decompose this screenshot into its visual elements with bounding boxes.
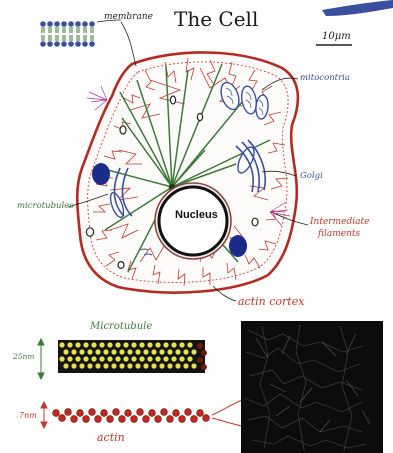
cropped-sketch-fragment [322,0,393,16]
actin-cortex-label: actin cortex [238,296,304,307]
electron-micrograph [241,321,383,453]
page-title: The Cell [174,9,258,29]
actin-diameter-arrow [41,402,47,428]
microtubule-diameter-arrow [38,339,44,379]
microtubule-size-label: 25nm [13,353,35,361]
actin-label: actin [97,432,125,443]
actin-size-label: 7nm [19,412,37,420]
membrane-label: membrane [104,13,153,22]
mitochondria-label: mitocontria [300,74,350,83]
membrane-leader-line [121,22,136,66]
nucleus [155,183,231,259]
dark-vesicle [92,163,110,185]
actin-filament-sample [53,400,242,426]
nucleus-label: Nucleus [175,210,218,221]
microtubule-label: Microtubule [90,322,152,332]
golgi-label: Golgi [300,172,323,181]
intermediate-filaments-label-line2: filaments [318,230,360,239]
scale-bar-label: 10μm [322,32,351,42]
dark-vesicle [229,235,247,257]
membrane-bilayer-icon [41,20,121,46]
microtubule-sample [58,340,207,373]
microtubules-label: microtubules [17,202,74,211]
intermediate-filaments-label-line1: Intermediate [310,218,369,227]
